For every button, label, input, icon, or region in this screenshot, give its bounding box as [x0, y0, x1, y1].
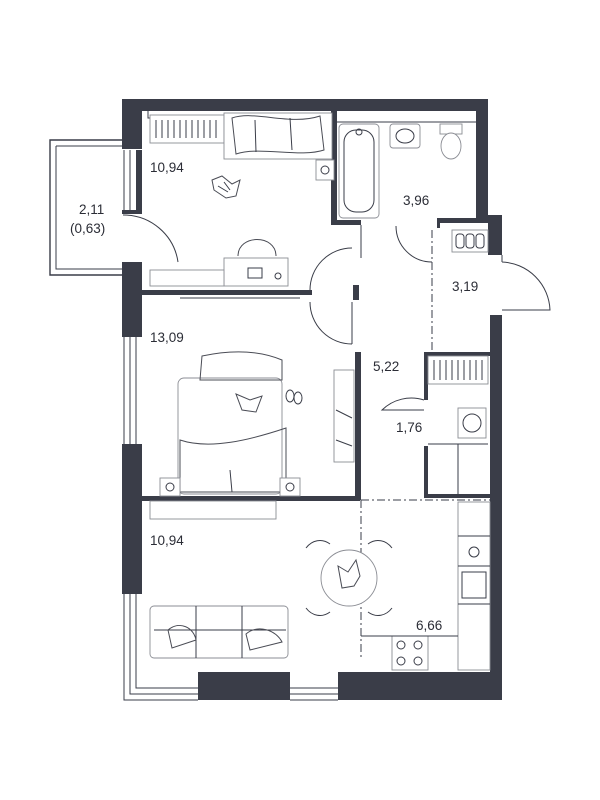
room-area-storage: 1,76: [396, 420, 422, 435]
room-area-balcony: 2,11: [79, 202, 104, 217]
storage-fixtures: [428, 407, 488, 494]
bedroom-1-furniture: [149, 112, 335, 299]
living-furniture: [149, 500, 289, 659]
room-area-kitchen: 6,66: [416, 618, 442, 633]
room-area-bathroom: 3,96: [403, 193, 429, 208]
room-area-bedroom-1: 10,94: [150, 160, 184, 175]
doors: [309, 225, 551, 411]
room-area-hallway: 5,22: [373, 359, 399, 374]
balcony: [49, 139, 179, 276]
kitchen-furniture: [305, 501, 491, 671]
bathroom-fixtures: [337, 121, 476, 219]
wc-fixtures: [451, 229, 489, 253]
room-area-wc: 3,19: [452, 279, 478, 294]
bedroom-2-furniture: [159, 351, 355, 514]
room-reduced-area-balcony: (0,63): [70, 221, 105, 236]
windows: [123, 111, 338, 701]
exterior-walls: [122, 99, 502, 700]
hallway-wardrobe: [427, 355, 489, 385]
room-area-bedroom-2: 13,09: [150, 330, 184, 345]
room-area-living-room: 10,94: [150, 533, 184, 548]
